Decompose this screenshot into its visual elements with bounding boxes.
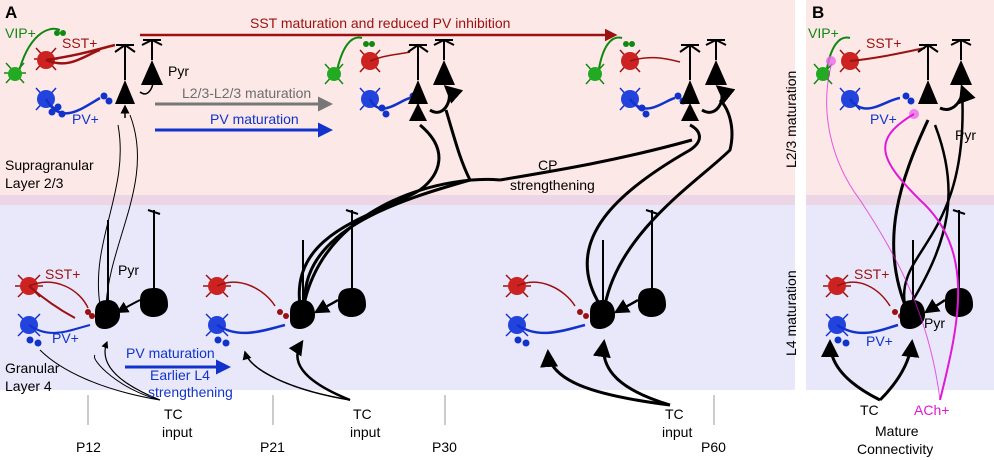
side-l4-maturation: L4 maturation: [783, 270, 799, 356]
l23-circuit-p21: [324, 36, 464, 121]
earlier-l4-label-line2: strengthening: [148, 384, 233, 400]
l23-circuit-p12: [4, 27, 163, 118]
tc-input-label-2-line1: TC: [353, 406, 372, 422]
tc-input-label-1-line1: TC: [164, 406, 183, 422]
sst-maturation-label: SST maturation and reduced PV inhibition: [250, 15, 510, 31]
timeline-p60: P60: [701, 439, 726, 455]
timeline-p30: P30: [432, 439, 457, 455]
b-pyr-label: Pyr: [955, 127, 976, 143]
pv-maturation-l4-label: PV maturation: [126, 345, 215, 361]
timeline-ticks: [87, 395, 715, 425]
b-mature-line1: Mature: [875, 423, 919, 439]
l4-pv-label: PV+: [52, 330, 79, 346]
vip-label: VIP+: [5, 25, 36, 41]
timeline-p12: P12: [76, 439, 101, 455]
b-l4-sst-label: SST+: [854, 266, 889, 282]
b-sst-label: SST+: [866, 35, 901, 51]
l4-circuit-p60: [503, 209, 666, 347]
tc-input-label-3-line2: input: [662, 424, 692, 440]
l4-circuit-p21: [203, 209, 366, 347]
b-l4-pv-label: PV+: [866, 333, 893, 349]
pv-label: PV+: [72, 111, 99, 127]
supragranular-label-line2: Layer 2/3: [5, 175, 64, 191]
b-pv-label: PV+: [870, 111, 897, 127]
side-l23-maturation: L2/3 maturation: [783, 71, 799, 168]
tc-input-label-1-line2: input: [162, 424, 192, 440]
projection-lines: [39, 89, 964, 407]
supragranular-label-line1: Supragranular: [5, 157, 94, 173]
l4-circuit-mature: [823, 209, 973, 347]
panel-b-label: B: [812, 3, 824, 22]
sst-label: SST+: [62, 35, 97, 51]
l4-sst-label: SST+: [45, 266, 80, 282]
granular-label-line2: Layer 4: [5, 378, 52, 394]
l23-circuit-mature: [813, 36, 976, 119]
l4-circuit-p12: [15, 209, 168, 347]
ach-projections: [826, 65, 960, 401]
l4-pyr-label: Pyr: [118, 262, 139, 278]
b-tc-label: TC: [860, 402, 879, 418]
earlier-l4-label-line1: Earlier L4: [150, 367, 210, 383]
tc-input-label-3-line1: TC: [665, 406, 684, 422]
panel-a-label: A: [5, 3, 17, 22]
b-mature-line2: Connectivity: [857, 441, 933, 457]
pv-maturation-label: PV maturation: [210, 111, 299, 127]
granular-label-line1: Granular: [5, 360, 60, 376]
cp-label-line1: CP: [538, 157, 557, 173]
cp-label-line2: strengthening: [510, 177, 595, 193]
b-ach-label: ACh+: [914, 402, 949, 418]
l23-circuit-p60: [585, 36, 736, 121]
tc-input-label-2-line2: input: [350, 424, 380, 440]
b-vip-label: VIP+: [808, 25, 839, 41]
panel-a-granular-band: [0, 205, 795, 390]
pyr-label: Pyr: [168, 63, 189, 79]
l23-maturation-label: L2/3-L2/3 maturation: [182, 85, 311, 101]
b-l4-pyr-label: Pyr: [924, 315, 945, 331]
timeline-p21: P21: [260, 439, 285, 455]
